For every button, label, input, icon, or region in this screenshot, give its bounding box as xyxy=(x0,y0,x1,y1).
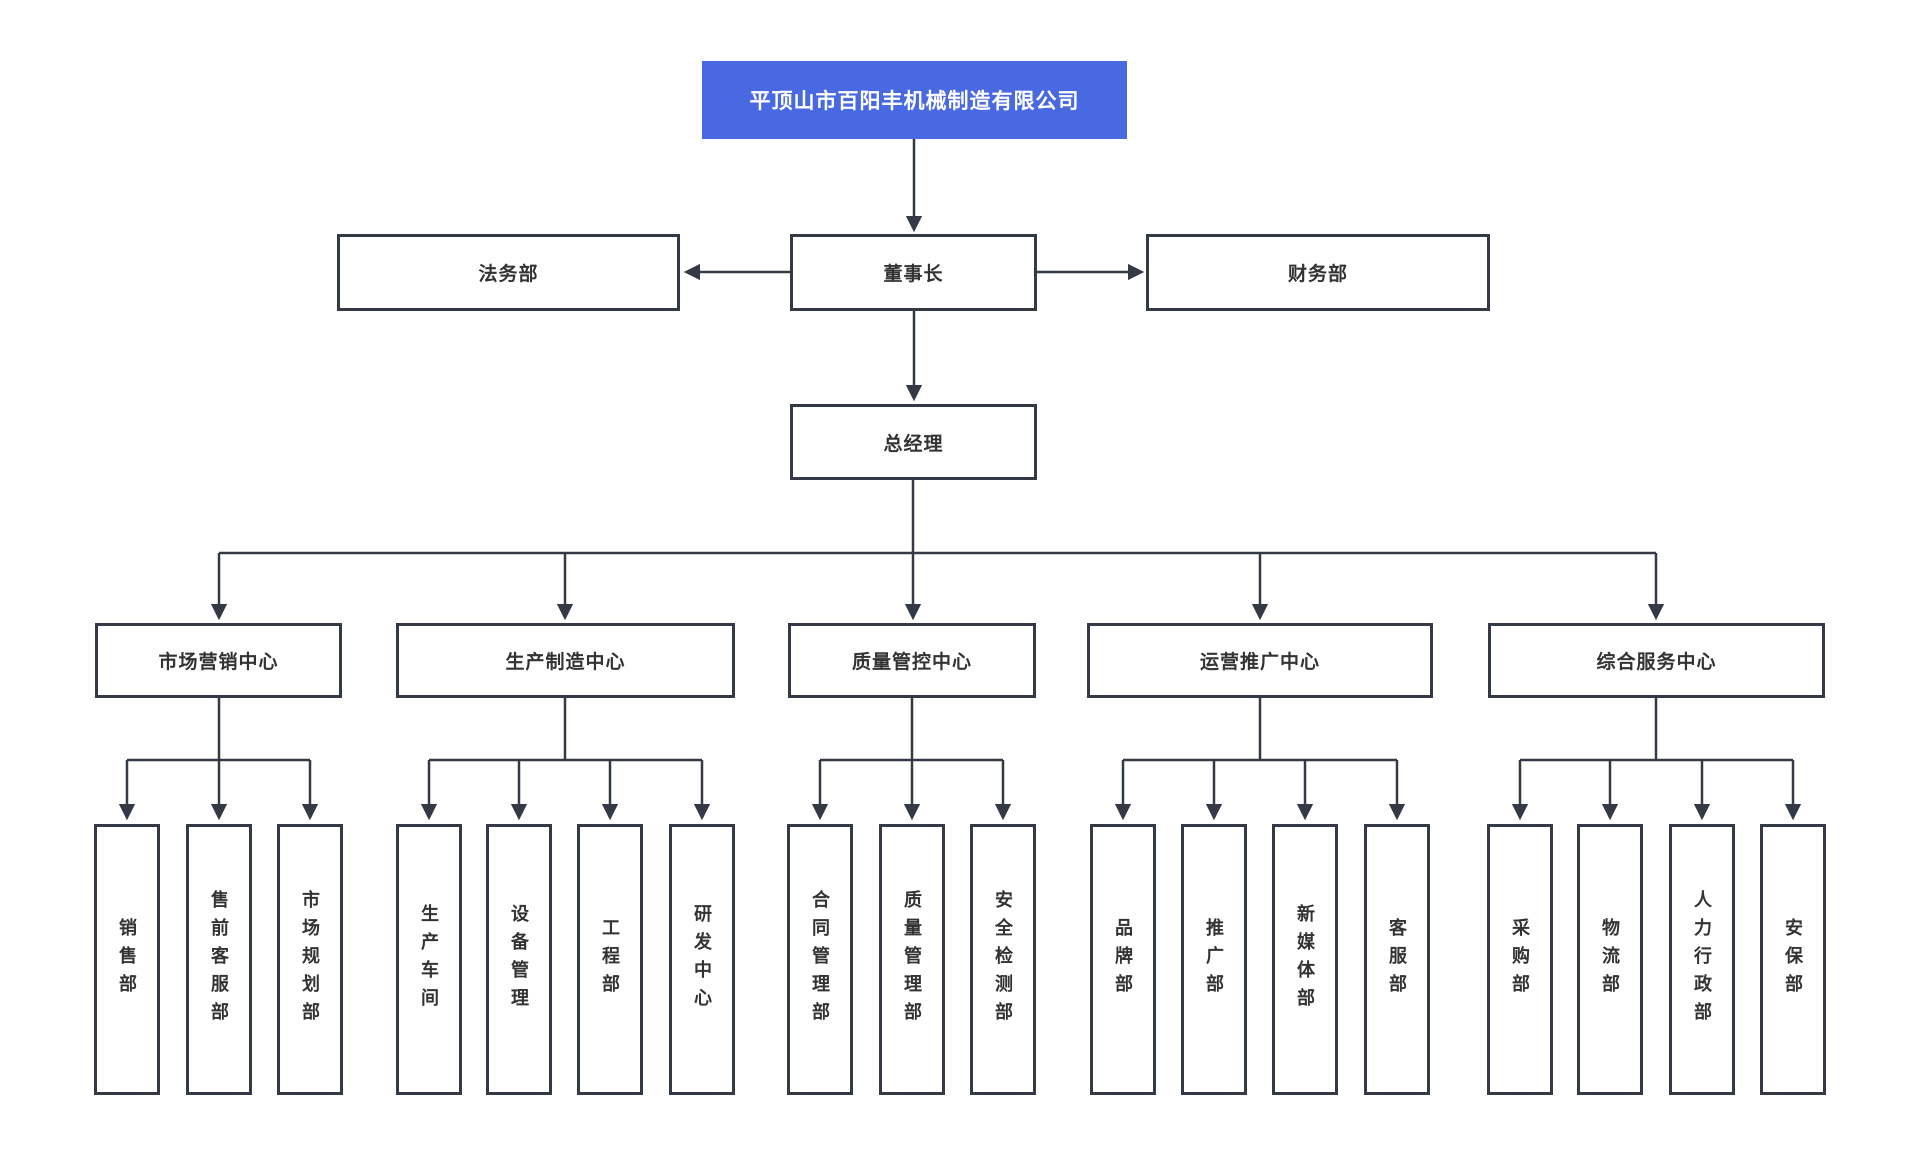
dept-label: 客服部 xyxy=(1387,917,1407,1002)
org-node-general-manager: 总经理 xyxy=(790,404,1037,480)
dept-label: 售前客服部 xyxy=(209,889,229,1030)
org-node-dept-customer-service: 客服部 xyxy=(1364,824,1430,1095)
dept-label: 采购部 xyxy=(1510,917,1530,1002)
center-label: 质量管控中心 xyxy=(851,652,972,673)
center-label: 生产制造中心 xyxy=(505,652,626,673)
dept-label: 设备管理 xyxy=(509,903,529,1016)
dept-label: 新媒体部 xyxy=(1295,903,1315,1016)
dept-label: 推广部 xyxy=(1204,917,1224,1002)
dept-label: 工程部 xyxy=(600,917,620,1002)
org-node-center-services: 综合服务中心 xyxy=(1488,623,1825,698)
org-node-legal-dept: 法务部 xyxy=(337,234,680,311)
org-node-dept-logistics: 物流部 xyxy=(1577,824,1643,1095)
org-node-center-operations: 运营推广中心 xyxy=(1087,623,1433,698)
dept-label: 品牌部 xyxy=(1113,917,1133,1002)
org-node-dept-contract: 合同管理部 xyxy=(787,824,853,1095)
dept-label: 市场规划部 xyxy=(300,889,320,1030)
org-node-dept-promotion: 推广部 xyxy=(1181,824,1247,1095)
org-node-dept-presales-service: 售前客服部 xyxy=(186,824,252,1095)
center-label: 市场营销中心 xyxy=(158,652,279,673)
dept-label: 研发中心 xyxy=(692,903,712,1016)
org-node-center-marketing: 市场营销中心 xyxy=(95,623,342,698)
org-node-finance-dept: 财务部 xyxy=(1146,234,1490,311)
dept-label: 安全检测部 xyxy=(993,889,1013,1030)
org-node-chairman: 董事长 xyxy=(790,234,1037,311)
dept-label: 安保部 xyxy=(1783,917,1803,1002)
general-manager-label: 总经理 xyxy=(883,433,944,455)
legal-dept-label: 法务部 xyxy=(478,264,539,285)
org-node-dept-security: 安保部 xyxy=(1760,824,1826,1095)
org-node-dept-procurement: 采购部 xyxy=(1487,824,1553,1095)
center-label: 运营推广中心 xyxy=(1199,652,1320,673)
org-node-dept-quality-mgmt: 质量管理部 xyxy=(879,824,945,1095)
finance-dept-label: 财务部 xyxy=(1287,264,1348,285)
chairman-label: 董事长 xyxy=(883,264,944,285)
dept-label: 质量管理部 xyxy=(902,889,922,1030)
org-node-company-root: 平顶山市百阳丰机械制造有限公司 xyxy=(702,61,1127,139)
center-label: 综合服务中心 xyxy=(1596,652,1717,673)
org-node-dept-engineering: 工程部 xyxy=(577,824,643,1095)
company-name-label: 平顶山市百阳丰机械制造有限公司 xyxy=(749,90,1080,113)
org-node-dept-new-media: 新媒体部 xyxy=(1272,824,1338,1095)
dept-label: 合同管理部 xyxy=(810,889,830,1030)
dept-label: 销售部 xyxy=(117,917,137,1002)
org-node-dept-safety-testing: 安全检测部 xyxy=(970,824,1036,1095)
dept-label: 物流部 xyxy=(1600,917,1620,1002)
org-node-dept-brand: 品牌部 xyxy=(1090,824,1156,1095)
dept-label: 人力行政部 xyxy=(1692,889,1712,1030)
org-node-dept-workshop: 生产车间 xyxy=(396,824,462,1095)
org-node-center-production: 生产制造中心 xyxy=(396,623,735,698)
org-node-dept-equipment: 设备管理 xyxy=(486,824,552,1095)
org-node-dept-market-planning: 市场规划部 xyxy=(277,824,343,1095)
dept-label: 生产车间 xyxy=(419,903,439,1016)
org-node-dept-rnd: 研发中心 xyxy=(669,824,735,1095)
org-node-dept-sales: 销售部 xyxy=(94,824,160,1095)
org-node-dept-hr-admin: 人力行政部 xyxy=(1669,824,1735,1095)
org-node-center-quality: 质量管控中心 xyxy=(788,623,1036,698)
connector-bus-lines xyxy=(127,480,1793,762)
